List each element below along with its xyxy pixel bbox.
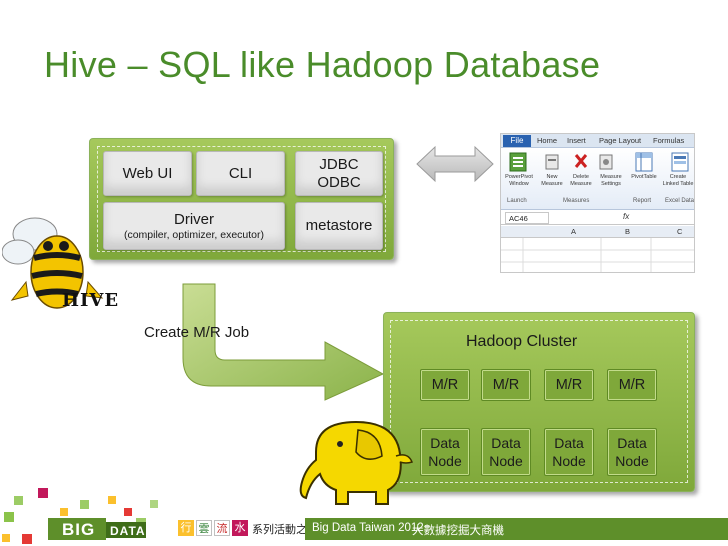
excel-page-layout-tab[interactable]: Page Layout xyxy=(599,136,642,145)
footer-chip-1: 行 xyxy=(178,520,194,536)
column-headers xyxy=(501,226,694,238)
hadoop-elephant-logo-icon xyxy=(299,420,413,505)
cli-label: CLI xyxy=(228,164,253,182)
jdbc-label: JDBC xyxy=(319,155,359,173)
data-node-line1: Data xyxy=(491,435,521,451)
metastore-label: metastore xyxy=(305,217,373,234)
metastore-box: metastore xyxy=(295,202,383,250)
create-linked-table-icon[interactable] xyxy=(671,152,689,172)
excel-home-tab[interactable]: Home xyxy=(537,136,558,145)
ribbon-label-delete-measure: Delete Measure xyxy=(570,174,592,187)
column-header-b[interactable]: B xyxy=(625,227,631,236)
hive-panel-dashed-border xyxy=(97,146,386,252)
excel-ribbon xyxy=(501,148,694,210)
excel-formulas-tab[interactable]: Formulas xyxy=(653,136,685,145)
data-node-line2: Node xyxy=(552,453,586,469)
measure-settings-icon[interactable] xyxy=(599,154,613,170)
web-ui-label: Web UI xyxy=(122,164,173,182)
column-header-a[interactable]: A xyxy=(571,227,577,236)
mr-node-1: M/R xyxy=(420,369,470,401)
footer-bar xyxy=(305,518,728,540)
footer-chip-2: 雲 xyxy=(196,520,212,536)
powerpivot-window-icon[interactable] xyxy=(509,152,527,172)
cluster-title: Hadoop Cluster xyxy=(466,333,578,350)
footer-series: 系列活動之三 xyxy=(252,524,318,536)
excel-file-tab[interactable]: File xyxy=(503,135,531,147)
big-logo-text: BIG xyxy=(62,520,96,539)
driver-box: Driver (compiler, optimizer, executor) xyxy=(103,202,285,250)
data-node-line2: Node xyxy=(615,453,649,469)
footer-chip-4: 水 xyxy=(232,520,248,536)
mr-node-label: M/R xyxy=(555,377,583,393)
odbc-label: ODBC xyxy=(317,173,361,191)
name-box[interactable]: AC46 xyxy=(505,212,549,224)
ribbon-group-measures: Measures xyxy=(563,198,590,204)
data-node-line1: Data xyxy=(617,435,647,451)
column-header-c[interactable]: C xyxy=(677,227,683,236)
ribbon-label-linked-table: Create Linked Table xyxy=(662,174,694,187)
footer-chip-3: 流 xyxy=(214,520,230,536)
new-measure-icon[interactable] xyxy=(545,154,559,170)
ribbon-label-powerpivot: PowerPivot Window xyxy=(505,174,533,187)
ribbon-group-report: Report xyxy=(633,198,652,204)
data-node-line2: Node xyxy=(489,453,523,469)
pivottable-icon[interactable] xyxy=(635,152,653,172)
ribbon-label-pivottable: PivotTable xyxy=(631,174,657,180)
mr-node-label: M/R xyxy=(618,377,646,393)
driver-label: Driver xyxy=(174,210,214,228)
footer-event: Big Data Taiwan 2012 xyxy=(312,522,424,534)
ribbon-label-new-measure: New Measure xyxy=(541,174,563,187)
mr-node-3: M/R xyxy=(544,369,594,401)
big-data-mosaic-icon xyxy=(2,488,158,544)
ribbon-group-excel-data: Excel Data xyxy=(665,198,695,204)
slide-title: Hive – SQL like Hadoop Database xyxy=(44,44,601,85)
hive-logo-text: HIVE xyxy=(62,290,120,311)
mr-node-label: M/R xyxy=(431,377,459,393)
data-node-line2: Node xyxy=(428,453,462,469)
mr-node-4: M/R xyxy=(607,369,657,401)
formula-bar xyxy=(501,211,694,225)
footer-tagline: 大數據挖掘大商機 xyxy=(412,525,504,537)
data-logo-text: DATA xyxy=(110,524,146,538)
formula-fx-icon[interactable]: fx xyxy=(623,212,630,221)
excel-insert-tab[interactable]: Insert xyxy=(567,136,586,145)
create-job-label: Create M/R Job xyxy=(144,324,250,341)
excel-tab-bar xyxy=(501,134,694,148)
ribbon-label-measure-settings: Measure Settings xyxy=(600,174,622,187)
mr-node-label: M/R xyxy=(492,377,520,393)
jdbc-odbc-box: JDBC ODBC xyxy=(295,151,383,196)
data-node-line1: Data xyxy=(554,435,584,451)
spreadsheet-grid xyxy=(501,238,694,272)
delete-measure-icon[interactable] xyxy=(573,152,589,170)
ribbon-group-launch: Launch xyxy=(507,198,527,204)
bidirectional-arrow-icon xyxy=(416,145,494,183)
web-ui-box: Web UI xyxy=(103,151,192,196)
create-job-arrow-icon xyxy=(182,283,385,401)
cluster-panel-dashed-border xyxy=(390,320,688,483)
hive-panel: Web UI CLI JDBC ODBC Driver (compiler, o… xyxy=(89,138,394,260)
cli-box: CLI xyxy=(196,151,285,196)
data-node-line1: Data xyxy=(430,435,460,451)
excel-powerpivot-screenshot: File Home Insert Page Layout Formulas Po… xyxy=(500,133,695,273)
mr-node-2: M/R xyxy=(481,369,531,401)
hive-bee-logo-icon xyxy=(2,217,104,309)
driver-detail: (compiler, optimizer, executor) xyxy=(123,228,265,241)
